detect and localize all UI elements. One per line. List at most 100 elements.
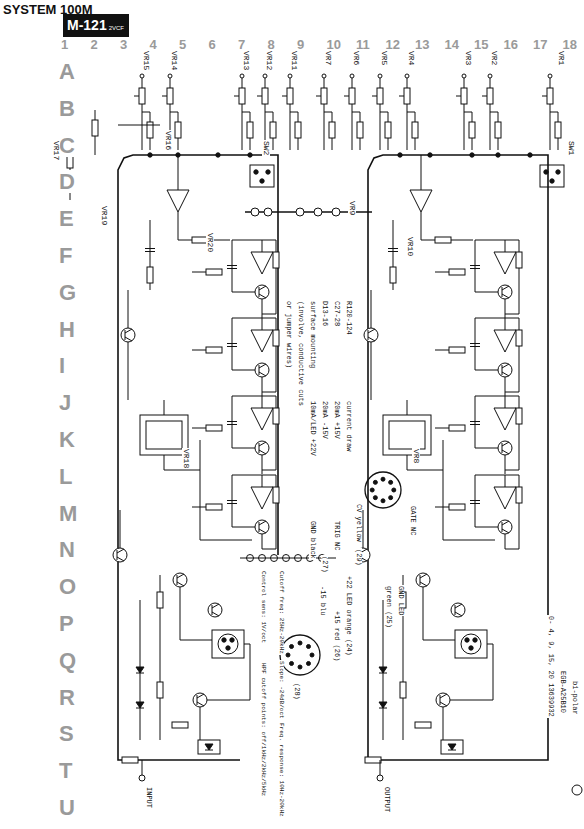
wire xyxy=(502,450,509,454)
grid-letter: P xyxy=(58,612,75,635)
wire xyxy=(140,600,141,740)
wire xyxy=(505,346,519,392)
resistor-symbol xyxy=(404,88,410,104)
wire xyxy=(440,694,447,698)
terminal xyxy=(548,74,552,78)
resistor-symbol xyxy=(321,88,327,104)
wire xyxy=(178,138,179,150)
wire xyxy=(505,470,506,474)
wire xyxy=(558,138,559,150)
wire xyxy=(505,455,506,470)
wire xyxy=(262,396,276,408)
wire xyxy=(316,96,321,97)
wire xyxy=(368,329,375,333)
circuit xyxy=(67,74,582,795)
wire xyxy=(505,299,506,314)
wire xyxy=(421,155,422,190)
resistor-symbol xyxy=(400,682,406,698)
transistor-symbol xyxy=(498,285,512,299)
wire xyxy=(250,138,251,150)
junction-dot xyxy=(528,153,532,157)
pad xyxy=(296,208,304,216)
pin-name: (28) xyxy=(293,682,300,701)
jack-terminal xyxy=(377,775,383,781)
grid-number: 14 xyxy=(444,38,460,52)
wire xyxy=(502,521,509,525)
terminal xyxy=(140,74,144,78)
resistor-symbol xyxy=(139,88,145,104)
wire xyxy=(421,212,473,240)
wire xyxy=(200,707,201,740)
junction-dot xyxy=(496,153,500,157)
wire xyxy=(423,587,455,640)
wire xyxy=(180,587,212,640)
din-socket xyxy=(280,635,320,675)
wire xyxy=(505,318,519,330)
wire xyxy=(372,96,377,97)
resistor-symbol xyxy=(206,347,222,353)
wire xyxy=(192,272,206,273)
capacitor-symbol xyxy=(227,343,237,344)
component-ref: VR20 xyxy=(206,232,214,253)
pin-name: (27) xyxy=(321,555,328,574)
opamp-symbol xyxy=(494,252,516,274)
junction-dot xyxy=(398,153,402,157)
transistor-symbol xyxy=(208,603,222,617)
wire xyxy=(262,392,263,396)
wire xyxy=(262,503,276,549)
spec-note: Control sens: 1V/oct xyxy=(260,570,266,644)
pad xyxy=(314,208,322,216)
wire xyxy=(232,240,262,252)
wire xyxy=(502,442,509,446)
resistor-symbol xyxy=(516,330,522,346)
wire xyxy=(117,557,124,561)
wire xyxy=(502,286,509,290)
opamp-symbol xyxy=(251,252,273,274)
pad xyxy=(251,208,259,216)
grid-number: 3 xyxy=(119,38,128,52)
resistor-symbol xyxy=(449,269,465,275)
resistor-symbol xyxy=(412,122,418,138)
resistor-symbol xyxy=(390,267,396,283)
diode-symbol xyxy=(448,744,456,750)
junction-dot xyxy=(470,153,474,157)
pin-name: +15 red (26) xyxy=(333,610,340,662)
capacitor-symbol xyxy=(470,500,480,501)
build-note: (involve, conductive cuts xyxy=(297,300,304,407)
wire xyxy=(368,330,369,340)
junction-dot xyxy=(248,153,252,157)
resistor-symbol xyxy=(461,88,467,104)
junction-dot xyxy=(544,170,548,174)
resistor-symbol xyxy=(449,347,465,353)
junction-dot xyxy=(550,179,554,183)
wire xyxy=(257,96,262,97)
grid-letter: O xyxy=(58,575,77,598)
capacitor-symbol xyxy=(470,503,480,504)
wire xyxy=(150,138,151,150)
wire xyxy=(177,574,184,578)
din-socket xyxy=(365,472,401,508)
wire xyxy=(475,475,505,487)
junction-dot xyxy=(428,153,432,157)
grid-number: 5 xyxy=(178,38,187,52)
spec-note: Slope: -24dB/oct xyxy=(278,660,284,720)
resistor-symbol xyxy=(147,122,153,138)
junction-dot xyxy=(469,646,473,650)
wire xyxy=(117,550,118,560)
capacitor-symbol xyxy=(227,424,237,425)
resistor-symbol xyxy=(555,122,561,138)
pin-name: GND black xyxy=(309,520,316,560)
wire xyxy=(505,314,506,318)
wire xyxy=(443,440,495,540)
pin-name: CV yellow xyxy=(355,503,362,543)
resistor-symbol xyxy=(357,122,363,138)
wire xyxy=(440,702,447,706)
grid-letter: U xyxy=(58,796,76,819)
din-pin xyxy=(370,488,374,492)
grid-number: 6 xyxy=(208,38,217,52)
wire xyxy=(262,346,276,392)
build-note: R120-124 xyxy=(345,300,352,336)
terminal xyxy=(168,74,172,78)
resistor-symbol xyxy=(273,487,279,503)
component-ref: VR12 xyxy=(265,50,273,71)
